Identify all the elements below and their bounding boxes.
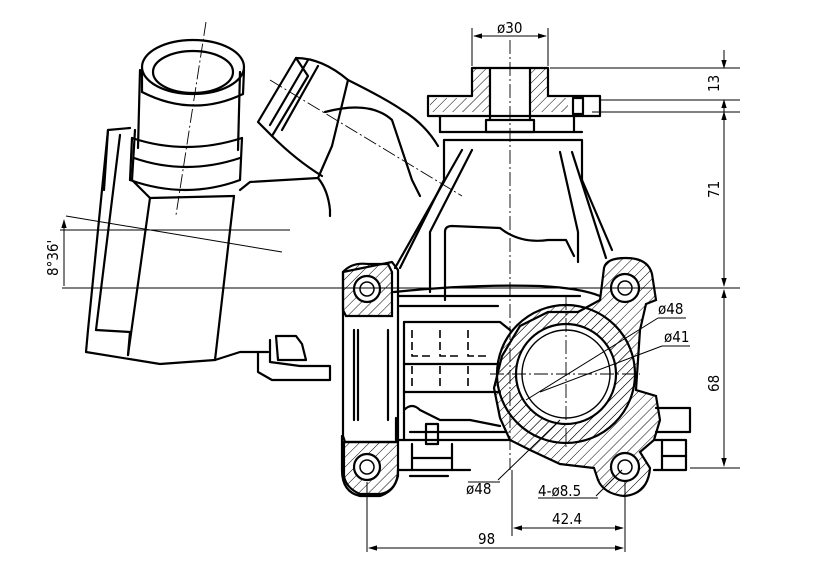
- dim-angle: 8°36': [44, 240, 62, 276]
- dim-top-diameter: ø30: [497, 19, 522, 37]
- left-inlet-pipe: [84, 21, 270, 366]
- dim-upper-height: 71: [705, 181, 723, 198]
- dim-lower-height: 68: [705, 375, 723, 392]
- dimension-lines: [60, 28, 740, 552]
- dim-flange-thickness: 13: [705, 75, 723, 92]
- left-boss-lower: [342, 440, 400, 496]
- dim-bolt-holes: 4-ø8.5: [538, 482, 581, 500]
- left-side-bracket: [240, 334, 332, 382]
- angled-connector-pipe: [238, 56, 463, 218]
- dim-offset-width: 42.4: [552, 510, 582, 528]
- dim-inner-diameter: ø41: [664, 328, 689, 346]
- dim-outer-diameter-right: ø48: [658, 300, 683, 318]
- dim-outer-diameter-left: ø48: [466, 480, 491, 498]
- right-side-bolt: [652, 406, 692, 472]
- left-boss-upper: [341, 262, 394, 318]
- right-port-flange: [490, 256, 662, 498]
- dim-overall-width: 98: [478, 530, 495, 548]
- main-housing: [340, 138, 614, 498]
